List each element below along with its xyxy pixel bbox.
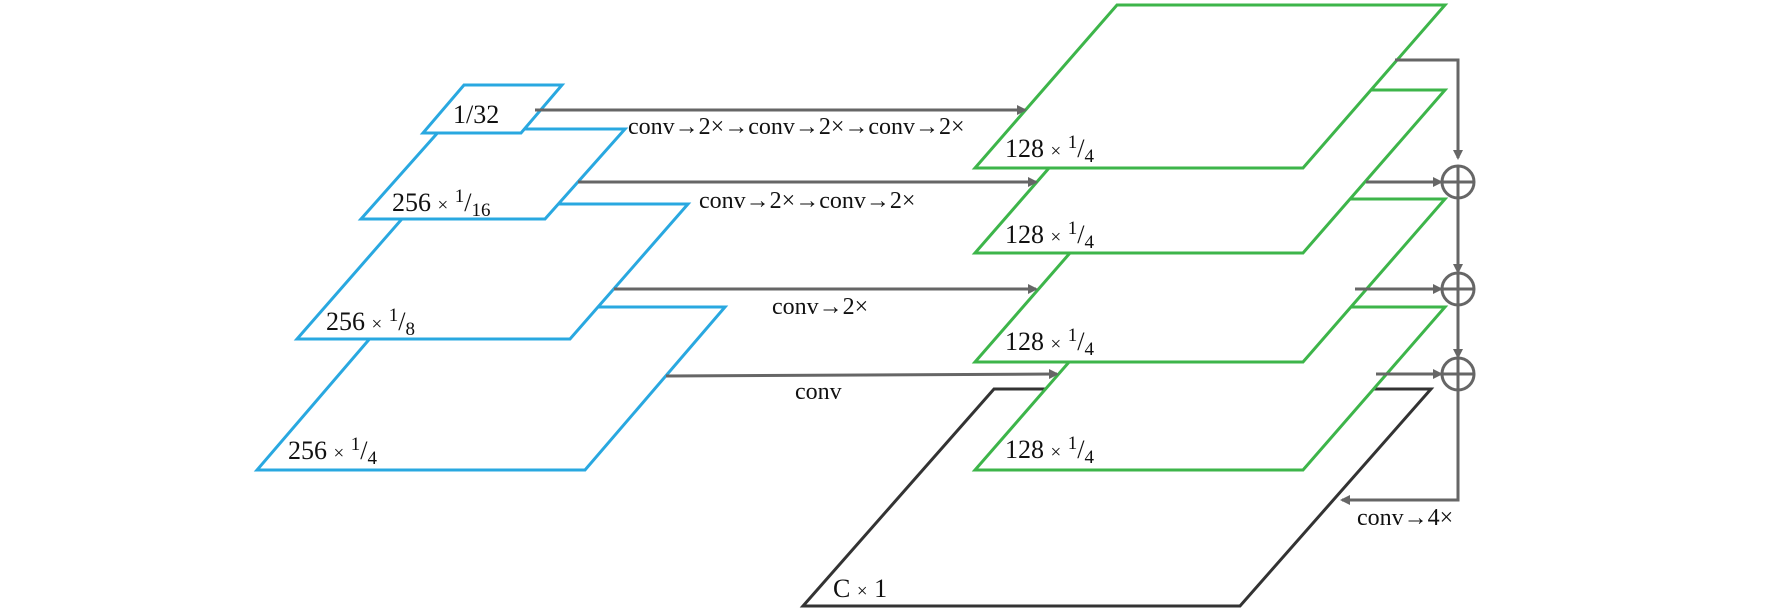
op-label-8: conv→2×: [772, 294, 868, 320]
encoder-map-eighth: [293, 202, 692, 341]
arrow-to-output: [1340, 391, 1460, 505]
arrow-top-down: [1395, 58, 1463, 160]
encoder-map-thirtysecond: [419, 83, 566, 135]
label-decoder-3: 128 × 1/4: [1005, 325, 1094, 360]
decoder-map-1: [971, 3, 1449, 170]
sum-node-3: [1440, 356, 1476, 392]
encoder-map-quarter: [253, 305, 729, 472]
label-encoder-eighth: 256 × 1/8: [326, 305, 415, 340]
op-label-final: conv→4×: [1357, 505, 1453, 531]
op-label-4: conv: [795, 379, 842, 405]
op-label-32: conv→2×→conv→2×→conv→2×: [628, 114, 965, 140]
label-output: C × 1: [833, 574, 887, 603]
sum-node-2: [1440, 271, 1476, 307]
label-decoder-4: 128 × 1/4: [1005, 433, 1094, 468]
op-label-16: conv→2×→conv→2×: [699, 188, 915, 214]
label-encoder-quarter: 256 × 1/4: [288, 434, 377, 469]
label-decoder-1: 128 × 1/4: [1005, 132, 1094, 167]
arrow-lateral-4: [665, 369, 1059, 380]
label-encoder-thirtysecond: 1/32: [453, 100, 499, 129]
sum-node-1: [1440, 164, 1476, 200]
label-decoder-2: 128 × 1/4: [1005, 218, 1094, 253]
encoder-map-sixteenth: [357, 127, 629, 221]
label-encoder-sixteenth: 256 × 1/16: [392, 186, 490, 221]
